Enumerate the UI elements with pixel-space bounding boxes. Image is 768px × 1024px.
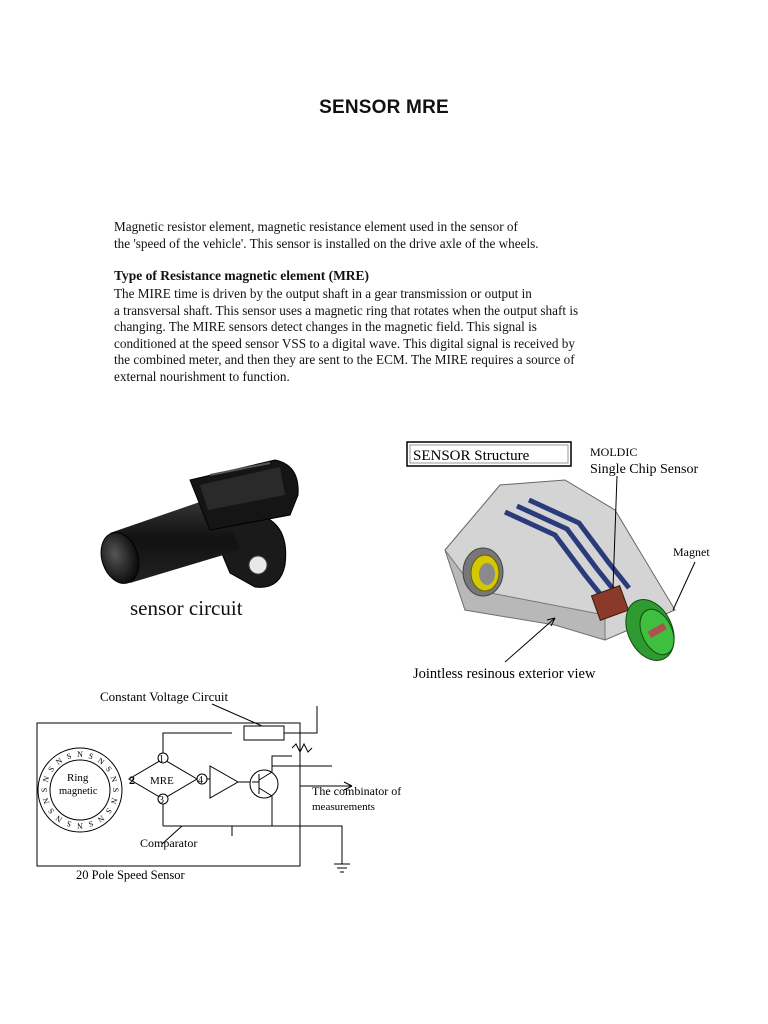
voltage-circuit-block [243,725,285,741]
sensor-structure-figure: SENSOR Structure MOLDIC Single Chip Sens… [406,441,710,682]
label-single-chip: Single Chip Sensor [590,462,698,477]
ring-pole-letter: N [108,797,118,805]
label-output-1: The combinator of [312,784,401,798]
label-exterior: Jointless resinous exterior view [413,666,596,682]
label-ring: Ring [67,772,89,784]
label-mre: MRE [150,775,174,787]
pin-3: 3 [159,795,164,806]
sensor-photo [100,459,299,588]
ring-pole-letter: S [104,765,114,774]
structure-label-box [406,441,572,467]
body-paragraph: The MIRE time is driven by the output sh… [114,286,604,386]
label-output-2: measurements [312,801,375,813]
ring-pole-letter: N [96,756,106,767]
ring-pole-letter: S [46,765,56,774]
sensor-frame [36,722,301,867]
page-title: SENSOR MRE [319,97,449,118]
ring-pole-letter: N [109,775,119,783]
body-line: The MIRE time is driven by the output sh… [114,286,532,301]
comparator [209,765,240,799]
ring-pole-letter: S [87,819,94,829]
ring-pole-letter: N [41,775,51,783]
label-constant-voltage: Constant Voltage Circuit [100,689,228,704]
ring-pole-letter: N [96,813,106,824]
label-moldic: MOLDIC [590,445,637,459]
pin-1: 1 [159,754,164,765]
body-line: conditioned at the speed sensor VSS to a… [114,335,575,351]
intro-line: Magnetic resistor element, magnetic resi… [114,219,518,234]
body-line: external nourishment to function. [114,368,290,384]
pin-2: 2 [129,773,135,787]
ground-symbol [300,825,350,873]
intro-line: the 'speed of the vehicle'. This sensor … [114,235,539,251]
body-line: changing. The MIRE sensors detect change… [114,319,537,335]
ring-pole-letter: N [41,797,51,805]
structure-box-label: SENSOR Structure [413,448,530,464]
intro-paragraph: Magnetic resistor element, magnetic resi… [114,219,604,252]
ring-pole-letter: N [77,750,83,759]
ring-pole-letter: S [66,819,73,829]
transistor [249,769,279,799]
ring-pole-letter: N [77,821,83,830]
body-line: a transversal shaft. This sensor uses a … [114,302,579,318]
ring-pole-letter: S [66,751,73,761]
ring-pole-letter: N [54,813,64,824]
ring-pole-letter: S [40,788,49,792]
photo-caption: sensor circuit [130,596,243,620]
ring-pole-letter: S [111,788,120,792]
ring-pole-letter: N [54,756,64,767]
ring-pole-letter: S [104,806,114,815]
body-line: the combined meter, and then they are se… [114,352,575,368]
label-magnetic: magnetic [59,786,98,797]
ring-pole-letter: S [87,751,94,761]
circuit-caption: 20 Pole Speed Sensor [76,868,186,882]
label-magnet: Magnet [673,545,710,559]
ring-pole-letter: S [46,806,56,815]
label-comparator: Comparator [140,836,197,850]
pin-4: 4 [198,775,203,786]
section-heading: Type of Resistance magnetic element (MRE… [114,268,370,283]
